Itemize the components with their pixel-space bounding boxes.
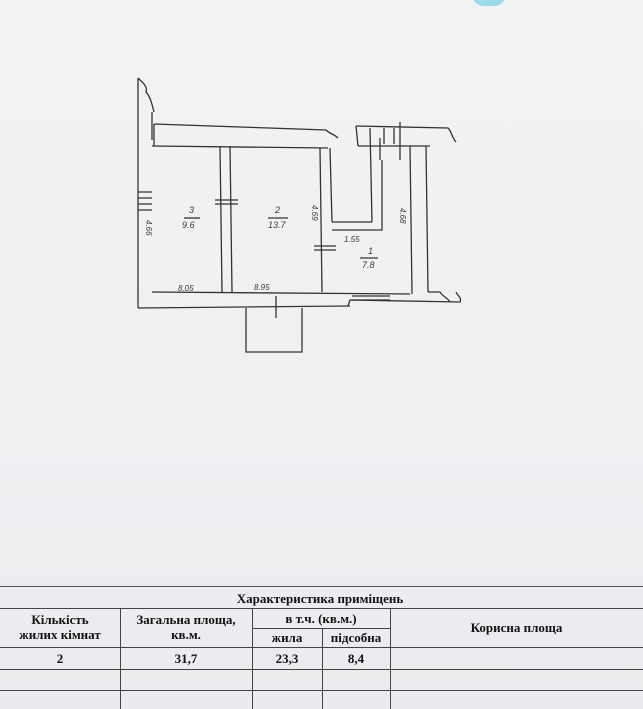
table-line: [0, 608, 643, 609]
header-including: в т.ч. (кв.м.): [285, 611, 357, 626]
room-1-corridor-length: 1.55: [344, 235, 360, 244]
room-2-width: 4.69: [310, 205, 319, 221]
table-line: [0, 647, 643, 648]
table-top-rule: [0, 586, 643, 587]
room-1-area: 7.8: [362, 260, 375, 270]
table-line: [120, 608, 121, 709]
table-line: [0, 690, 643, 691]
header-rooms-count: Кількість жилих кімнат: [19, 612, 101, 642]
header-useful-area: Корисна площа: [470, 620, 563, 635]
cell-auxiliary: 8,4: [347, 651, 365, 666]
header-auxiliary: підсобна: [330, 630, 382, 645]
room-3-number: 3: [189, 205, 194, 215]
room-2-number: 2: [274, 205, 280, 215]
table-line: [390, 608, 391, 709]
header-total-area: Загальна площа, кв.м.: [136, 612, 236, 642]
room-3-length: 8.05: [178, 284, 194, 293]
room-2-length: 8.95: [254, 283, 270, 292]
cell-total-area: 31,7: [174, 651, 198, 666]
table-title: Характеристика приміщень: [236, 591, 404, 606]
cell-rooms-count: 2: [56, 651, 64, 666]
table-line: [0, 669, 643, 670]
room-1-width: 4.68: [398, 208, 407, 224]
room-1-number: 1: [368, 246, 373, 256]
cell-living: 23,3: [275, 651, 299, 666]
floor-plan: 3 9.6 4.66 8.05 2 13.7 4.69 8.95 1 7.8 4…: [137, 77, 462, 353]
table-line: [252, 628, 390, 629]
table-line: [322, 628, 323, 709]
room-3-area: 9.6: [182, 220, 195, 230]
room-2-area: 13.7: [268, 220, 287, 230]
room-3-width: 4.66: [144, 220, 153, 236]
table-line: [252, 608, 253, 709]
header-living: жила: [271, 630, 303, 645]
blue-stamp-fragment: [472, 0, 506, 6]
